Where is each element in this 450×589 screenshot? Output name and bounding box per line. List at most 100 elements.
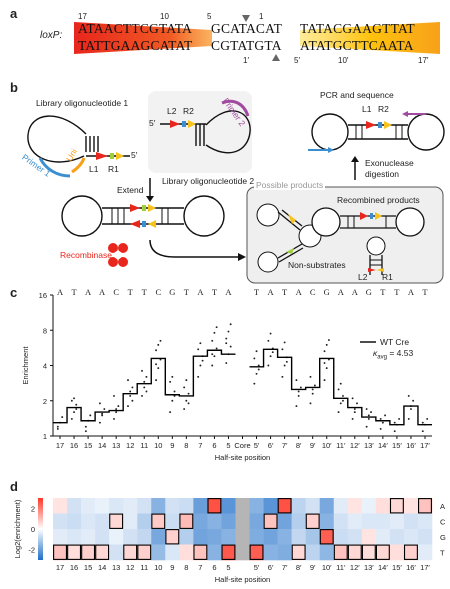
replicate-point	[201, 359, 204, 362]
recombined-products-label: Recombined products	[337, 195, 420, 205]
replicate-point	[384, 414, 387, 417]
replicate-point	[351, 417, 354, 420]
x-tick-label: 14′	[378, 441, 388, 450]
x-tick-label: Core	[234, 441, 250, 450]
heatmap-cell	[319, 529, 335, 545]
x-tick-label: 6′	[268, 441, 274, 450]
replicate-point	[283, 364, 286, 367]
sequence-letter: T	[142, 287, 148, 297]
heatmap-cell	[137, 513, 152, 530]
replicate-point	[311, 392, 314, 395]
panel-a-graphics	[74, 15, 440, 61]
panel-b-diagram	[27, 91, 445, 284]
num-17p: 17′	[418, 56, 429, 65]
consensus-outline	[207, 498, 222, 514]
colorbar-tick-label: -2	[28, 546, 35, 555]
colorbar-tick-label: 0	[31, 525, 35, 534]
x-tick-label: 5	[226, 441, 230, 450]
heatmap-x-label: 11′	[336, 563, 346, 572]
replicate-point	[84, 430, 87, 433]
replicate-point	[229, 323, 232, 326]
consensus-outline	[333, 544, 348, 560]
replicate-point	[187, 402, 190, 405]
replicate-point	[129, 394, 132, 397]
heatmap-cell	[333, 544, 349, 561]
heatmap-cell	[403, 498, 419, 514]
consensus-outline	[347, 544, 362, 560]
replicate-point	[281, 375, 284, 378]
replicate-point	[370, 411, 372, 414]
consensus-outline	[179, 513, 194, 529]
replicate-point	[213, 331, 216, 334]
replicate-point	[337, 411, 340, 414]
consensus-outline	[109, 513, 124, 529]
x-tick-label: 11′	[336, 441, 346, 450]
heatmap-cell	[333, 529, 349, 545]
heatmap-x-label: 10′	[322, 563, 332, 572]
heatmap-cell	[403, 544, 419, 561]
replicate-point	[56, 427, 59, 430]
replicate-point	[367, 417, 370, 420]
heatmap-x-label: 15′	[392, 563, 402, 572]
base-label: C	[440, 517, 446, 526]
recombined-product-1	[311, 207, 425, 237]
replicate-point	[253, 382, 256, 385]
replicate-point	[187, 392, 190, 395]
replicate-point	[56, 425, 59, 428]
replicate-point	[299, 386, 302, 389]
replicate-point	[323, 379, 326, 382]
heatmap-cell	[361, 529, 377, 545]
replicate-point	[155, 379, 158, 382]
replicate-point	[157, 343, 160, 346]
non-substrate-2	[257, 243, 304, 273]
sequence-letter: G	[366, 287, 372, 297]
replicate-point	[183, 386, 186, 389]
heatmap-cell	[291, 529, 306, 545]
replicate-point	[269, 332, 272, 335]
y-tick-label: 8	[43, 326, 47, 335]
replicate-point	[327, 339, 330, 341]
replicate-point	[313, 384, 316, 387]
sequence-letter: G	[169, 287, 175, 297]
heatmap-cell	[403, 529, 419, 545]
heatmap-x-label: 13′	[364, 563, 374, 572]
replicate-point	[225, 342, 228, 345]
replicate-point	[267, 364, 270, 367]
heatmap-cell	[53, 498, 68, 514]
replicate-point	[101, 412, 104, 415]
replicate-point	[407, 417, 410, 420]
consensus-outline	[305, 513, 320, 529]
heatmap-y-axis-label: Log2(enrichment)	[13, 499, 22, 558]
replicate-point	[393, 421, 396, 424]
replicate-point	[145, 390, 148, 393]
replicate-point	[367, 414, 370, 417]
replicate-point	[339, 402, 342, 405]
consensus-outline	[291, 544, 306, 560]
heatmap-x-label: 9′	[310, 563, 316, 572]
replicate-point	[98, 421, 101, 424]
heatmap-cell	[235, 498, 250, 514]
replicate-point	[197, 375, 200, 378]
heatmap-cell	[123, 544, 138, 561]
heatmap-cell	[249, 498, 264, 514]
num-5: 5	[207, 12, 212, 21]
base-label: T	[440, 548, 445, 557]
heatmap-cell	[109, 544, 124, 561]
num-1p: 1′	[243, 56, 249, 65]
replicate-point	[113, 417, 115, 420]
bottom-strand-core: CGTATGTA	[211, 38, 282, 53]
replicate-point	[421, 421, 424, 424]
replicate-point	[297, 390, 300, 393]
replicate-point	[115, 411, 118, 414]
pcr-l1-label: L1	[362, 104, 372, 114]
consensus-outline	[137, 544, 152, 560]
heatmap-cell	[193, 498, 208, 514]
replicate-point	[351, 397, 354, 400]
possible-products-box	[246, 186, 444, 284]
heatmap-x-label: 17′	[420, 563, 430, 572]
heatmap-cell	[109, 513, 124, 530]
heatmap-x-label: 14′	[378, 563, 388, 572]
sequence-letter: A	[408, 287, 415, 297]
